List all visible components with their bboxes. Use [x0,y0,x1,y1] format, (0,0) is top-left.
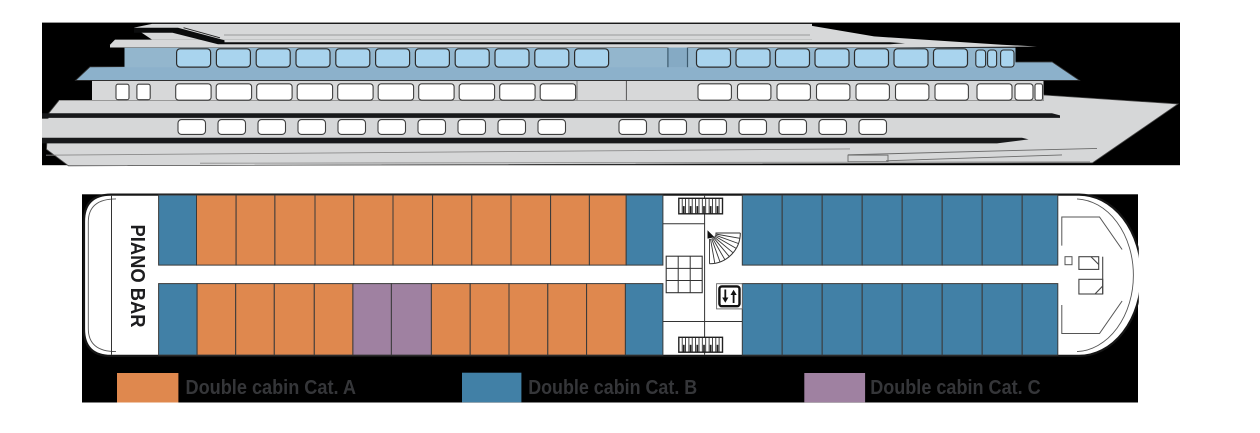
svg-text:Double cabin Cat. A: Double cabin Cat. A [186,377,357,399]
svg-text:Double cabin Cat. C: Double cabin Cat. C [870,377,1040,399]
svg-text:Double cabin Cat. B: Double cabin Cat. B [528,377,697,399]
svg-text:PIANO BAR: PIANO BAR [126,225,148,329]
